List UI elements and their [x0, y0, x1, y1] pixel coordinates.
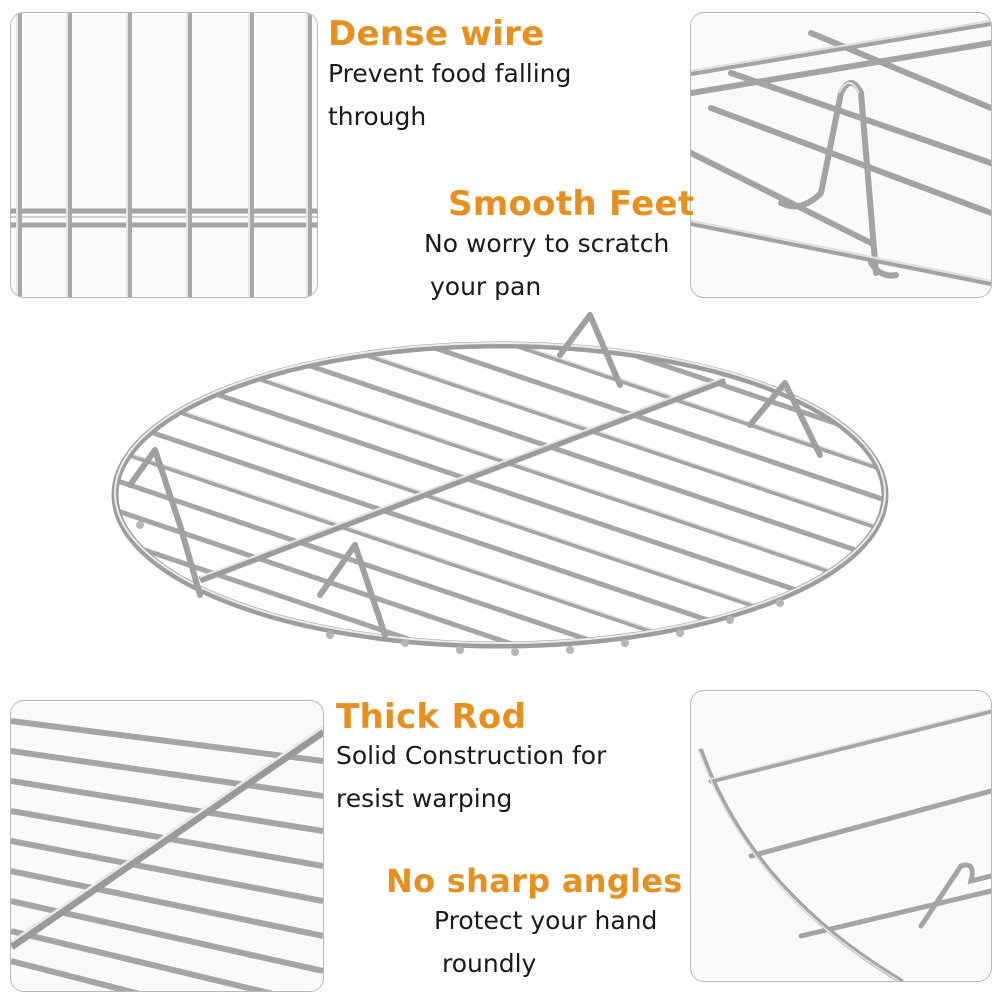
dense-wire-closeup-image	[10, 12, 318, 298]
smooth-feet-line-1: No worry to scratch	[424, 229, 670, 258]
no-sharp-angles-illustration	[698, 708, 991, 981]
no-sharp-angles-line-1: Protect your hand	[434, 906, 658, 935]
thick-rod-line-2: resist warping	[336, 784, 513, 813]
thick-rod-title: Thick Rod	[336, 697, 527, 737]
round-cooling-rack-image	[100, 305, 900, 665]
dense-wire-title: Dense wire	[328, 14, 545, 54]
no-sharp-angles-closeup-image	[690, 690, 992, 982]
smooth-feet-description: No worry to scratch your pan	[424, 222, 669, 308]
smooth-feet-illustration	[691, 20, 991, 286]
thick-rod-description: Solid Construction for resist warping	[336, 734, 606, 820]
round-cooling-rack-illustration	[111, 312, 889, 656]
no-sharp-angles-description: Protect your hand roundly	[434, 899, 657, 985]
smooth-feet-title: Smooth Feet	[448, 184, 695, 224]
no-sharp-angles-title: No sharp angles	[386, 862, 683, 900]
dense-wire-line-2: through	[328, 102, 427, 131]
dense-wire-line-1: Prevent food falling	[328, 59, 572, 88]
no-sharp-angles-line-2: roundly	[442, 949, 537, 978]
dense-wire-description: Prevent food falling through	[328, 52, 571, 138]
thick-rod-illustration	[11, 718, 323, 991]
thick-rod-closeup-image	[10, 700, 324, 992]
dense-wire-illustration	[11, 13, 317, 297]
smooth-feet-line-2: your pan	[430, 272, 542, 301]
smooth-feet-closeup-image	[690, 12, 992, 298]
thick-rod-line-1: Solid Construction for	[336, 741, 607, 770]
